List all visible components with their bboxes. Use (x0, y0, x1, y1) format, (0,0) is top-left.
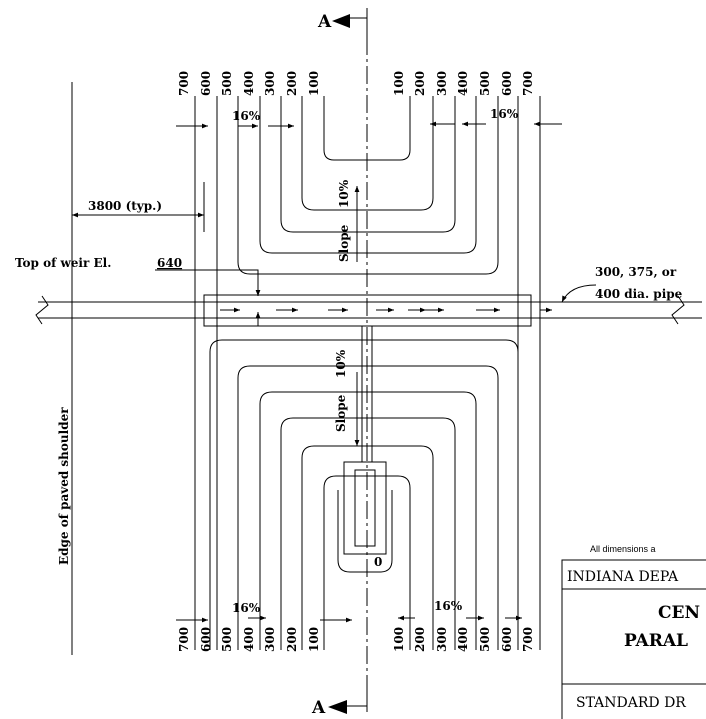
bottom-contour-labels: 700 600 500 400 300 200 100 100 200 300 400 500 600 7… (177, 627, 535, 652)
slope-label-lower: Slope (334, 394, 348, 432)
contour-label: 700 (521, 627, 535, 652)
grade-label-bottom-left: 16% (232, 601, 261, 615)
contour-label: 100 (307, 71, 321, 96)
title-block-note: All dimensions a (590, 544, 656, 554)
weir-leader (155, 269, 261, 296)
upper-contour-500 (237, 96, 499, 275)
pipe-label-line2: 400 dia. pipe (595, 287, 683, 301)
pipe-break-left (35, 295, 49, 325)
grade-label-bottom-right: 16% (434, 599, 463, 613)
contour-label: 100 (392, 71, 406, 96)
weir-label: Top of weir El. (15, 256, 111, 270)
contour-label: 200 (413, 627, 427, 652)
contour-label: 600 (199, 627, 213, 652)
upper-contour-200 (301, 96, 434, 211)
title-block (561, 559, 706, 719)
title-block-title-line2: PARAL (624, 631, 688, 651)
pipe-leader (561, 284, 597, 303)
section-marker-bottom: A (311, 698, 326, 718)
contour-label: 600 (500, 627, 514, 652)
grade-label-top-right: 16% (490, 107, 519, 121)
contour-label: 700 (177, 71, 191, 96)
inlet-inner (354, 469, 376, 547)
contour-label: 400 (242, 627, 256, 652)
contour-label: 200 (285, 71, 299, 96)
contour-label: 700 (521, 71, 535, 96)
title-block-agency: INDIANA DEPA (567, 569, 679, 585)
contour-label: 200 (413, 71, 427, 96)
upper-contour-400 (259, 96, 477, 254)
grade-label-top-left: 16% (232, 109, 261, 123)
lower-contour-200 (280, 417, 456, 650)
contour-label: 400 (242, 71, 256, 96)
contour-label: 500 (220, 71, 234, 96)
contour-label: 300 (263, 627, 277, 652)
lower-contour-300 (259, 391, 477, 650)
section-top-leader (348, 17, 368, 52)
pipe-break-right (671, 295, 685, 325)
contour-label: 300 (435, 627, 449, 652)
contour-label: 400 (456, 71, 470, 96)
outlet-label: 0 (374, 555, 382, 569)
section-marker-top: A (317, 12, 332, 32)
shoulder-label: Edge of paved shoulder (57, 407, 71, 565)
contour-label: 400 (456, 627, 470, 652)
top-grade-arrows (176, 121, 562, 129)
bottom-grade-arrows (176, 615, 522, 623)
upper-contour-300 (280, 96, 456, 233)
weir-box (203, 294, 532, 327)
lower-contour-500 (209, 339, 519, 650)
contour-label: 600 (500, 71, 514, 96)
contour-label: 500 (478, 71, 492, 96)
weir-elevation: 640 (157, 256, 182, 270)
inlet-apron (337, 490, 393, 573)
contour-label: 700 (177, 627, 191, 652)
contour-label: 600 (199, 71, 213, 96)
top-contour-labels: 700 600 500 400 300 200 100 100 200 300 400 500 600 7… (177, 71, 535, 96)
lower-contour-400 (237, 365, 499, 650)
section-bottom-leader (345, 676, 368, 707)
title-block-title-line1: CEN (658, 603, 700, 623)
slope-label-upper: Slope (337, 224, 351, 262)
contour-label: 500 (220, 627, 234, 652)
contour-label: 500 (478, 627, 492, 652)
contour-label: 300 (435, 71, 449, 96)
contour-label: 100 (307, 627, 321, 652)
inlet-outer (343, 461, 387, 555)
contour-label: 300 (263, 71, 277, 96)
title-block-footer: STANDARD DR (576, 695, 686, 711)
pipe-label-line1: 300, 375, or (595, 265, 677, 279)
offset-label: 3800 (typ.) (88, 199, 162, 213)
contour-label: 100 (392, 627, 406, 652)
contour-label: 200 (285, 627, 299, 652)
slope-value-lower: 10% (334, 349, 348, 378)
slope-value-upper: 10% (337, 179, 351, 208)
